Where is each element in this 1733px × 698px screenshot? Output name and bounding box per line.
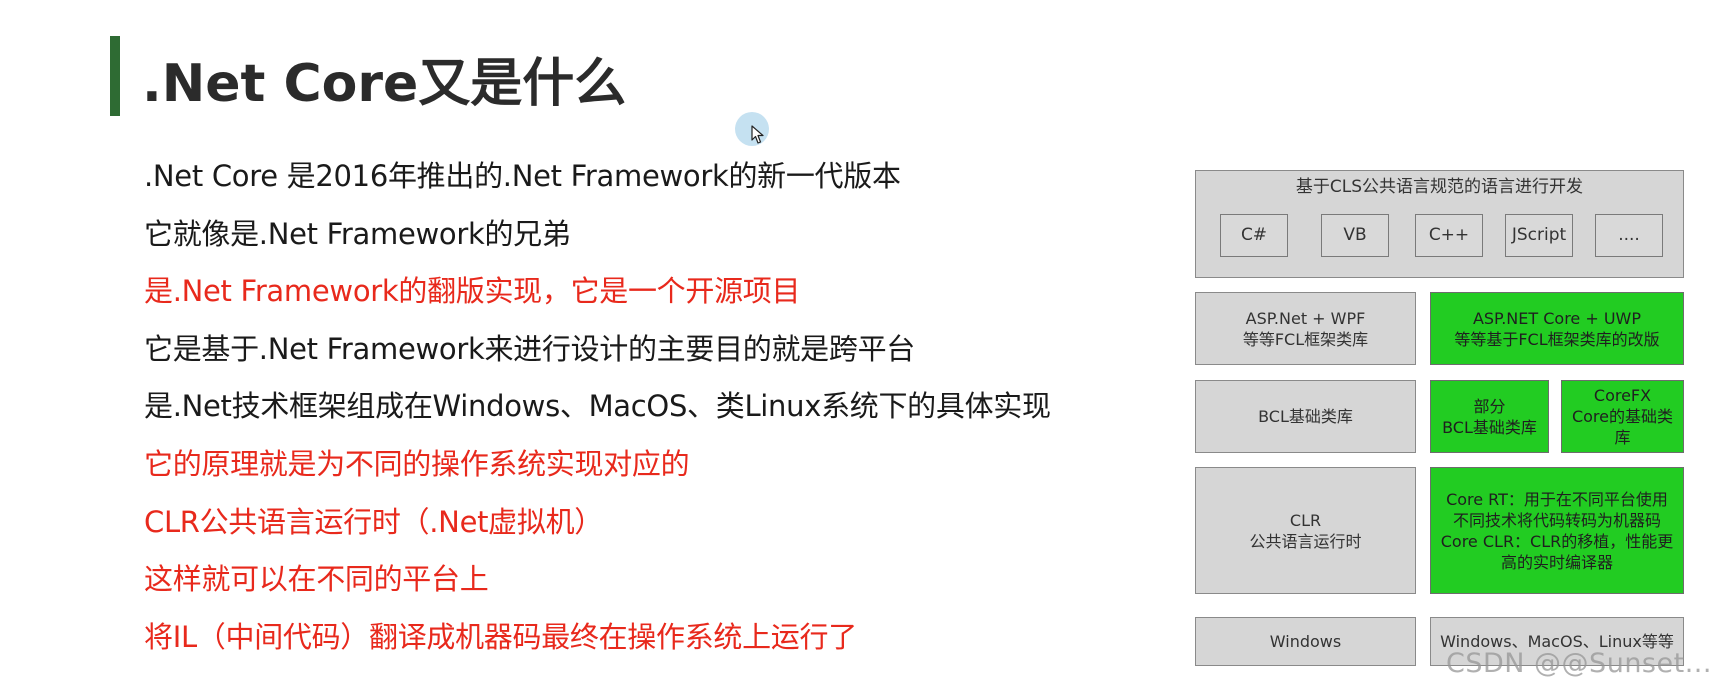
fcl-left-line-1: ASP.Net + WPF (1245, 308, 1366, 328)
text-line-highlight: 将IL（中间代码）翻译成机器码最终在操作系统上运行了 (144, 619, 857, 654)
corefx-line-1: CoreFX (1593, 386, 1652, 405)
os-box-cross-platform: Windows、MacOS、Linux等等 (1430, 617, 1684, 666)
core-rt-line-4: 高的实时编译器 (1500, 552, 1613, 572)
bullet-list: .Net Core 是2016年推出的.Net Framework的新一代版本 … (144, 148, 1051, 666)
mouse-pointer-icon (735, 112, 769, 146)
cls-layer-title: 基于CLS公共语言规范的语言进行开发 (1295, 177, 1584, 197)
fcl-right-line-1: ASP.NET Core + UWP (1472, 308, 1642, 328)
corefx-line-3: 库 (1614, 428, 1631, 447)
title-accent-bar (110, 36, 120, 116)
fcl-box-framework: ASP.Net + WPF 等等FCL框架类库 (1195, 292, 1416, 365)
text-line-highlight: 这样就可以在不同的平台上 (144, 562, 489, 597)
fcl-box-core: ASP.NET Core + UWP 等等基于FCL框架类库的改版 (1430, 292, 1684, 365)
text-line-highlight: 它的原理就是为不同的操作系统实现对应的 (144, 446, 690, 481)
corefx-box: CoreFX Core的基础类 库 (1561, 380, 1684, 453)
language-box-cpp: C++ (1415, 214, 1483, 257)
language-box-vb: VB (1321, 214, 1389, 257)
clr-line-2: 公共语言运行时 (1249, 531, 1362, 551)
os-box-windows: Windows (1195, 617, 1416, 666)
slide-title: .Net Core又是什么 (142, 54, 627, 114)
fcl-left-line-2: 等等FCL框架类库 (1242, 329, 1369, 349)
corefx-line-2: Core的基础类 (1571, 407, 1674, 426)
text-line: .Net Core 是2016年推出的.Net Framework的新一代版本 (144, 159, 901, 193)
csdn-watermark: CSDN @@Sunset... (1446, 648, 1712, 679)
language-box-csharp: C# (1220, 214, 1288, 257)
bcl-partial-line-2: BCL基础类库 (1442, 417, 1537, 437)
clr-line-1: CLR (1289, 510, 1322, 530)
text-line: 是.Net技术框架组成在Windows、MacOS、类Linux系统下的具体实现 (144, 389, 1051, 424)
language-box-jscript: JScript (1505, 214, 1573, 257)
core-rt-line-2: 不同技术将代码转码为机器码 (1452, 510, 1661, 530)
text-line: 它是基于.Net Framework来进行设计的主要目的就是跨平台 (144, 331, 915, 366)
bcl-box-framework: BCL基础类库 (1195, 380, 1416, 453)
text-line-highlight: CLR公共语言运行时（.Net虚拟机） (144, 504, 603, 539)
text-line-highlight: 是.Net Framework的翻版实现，它是一个开源项目 (144, 274, 801, 309)
core-rt-line-3: Core CLR：CLR的移植，性能更 (1440, 531, 1674, 551)
bcl-box-partial: 部分 BCL基础类库 (1430, 380, 1549, 453)
core-rt-line-1: Core RT：用于在不同平台使用 (1446, 489, 1668, 509)
text-line: 它就像是.Net Framework的兄弟 (144, 216, 571, 251)
fcl-right-line-2: 等等基于FCL框架类库的改版 (1454, 329, 1660, 349)
language-box-more: .... (1595, 214, 1663, 257)
clr-box-framework: CLR 公共语言运行时 (1195, 467, 1416, 594)
bcl-partial-line-1: 部分 (1473, 396, 1506, 416)
core-rt-box: Core RT：用于在不同平台使用 不同技术将代码转码为机器码 Core CLR… (1430, 467, 1684, 594)
